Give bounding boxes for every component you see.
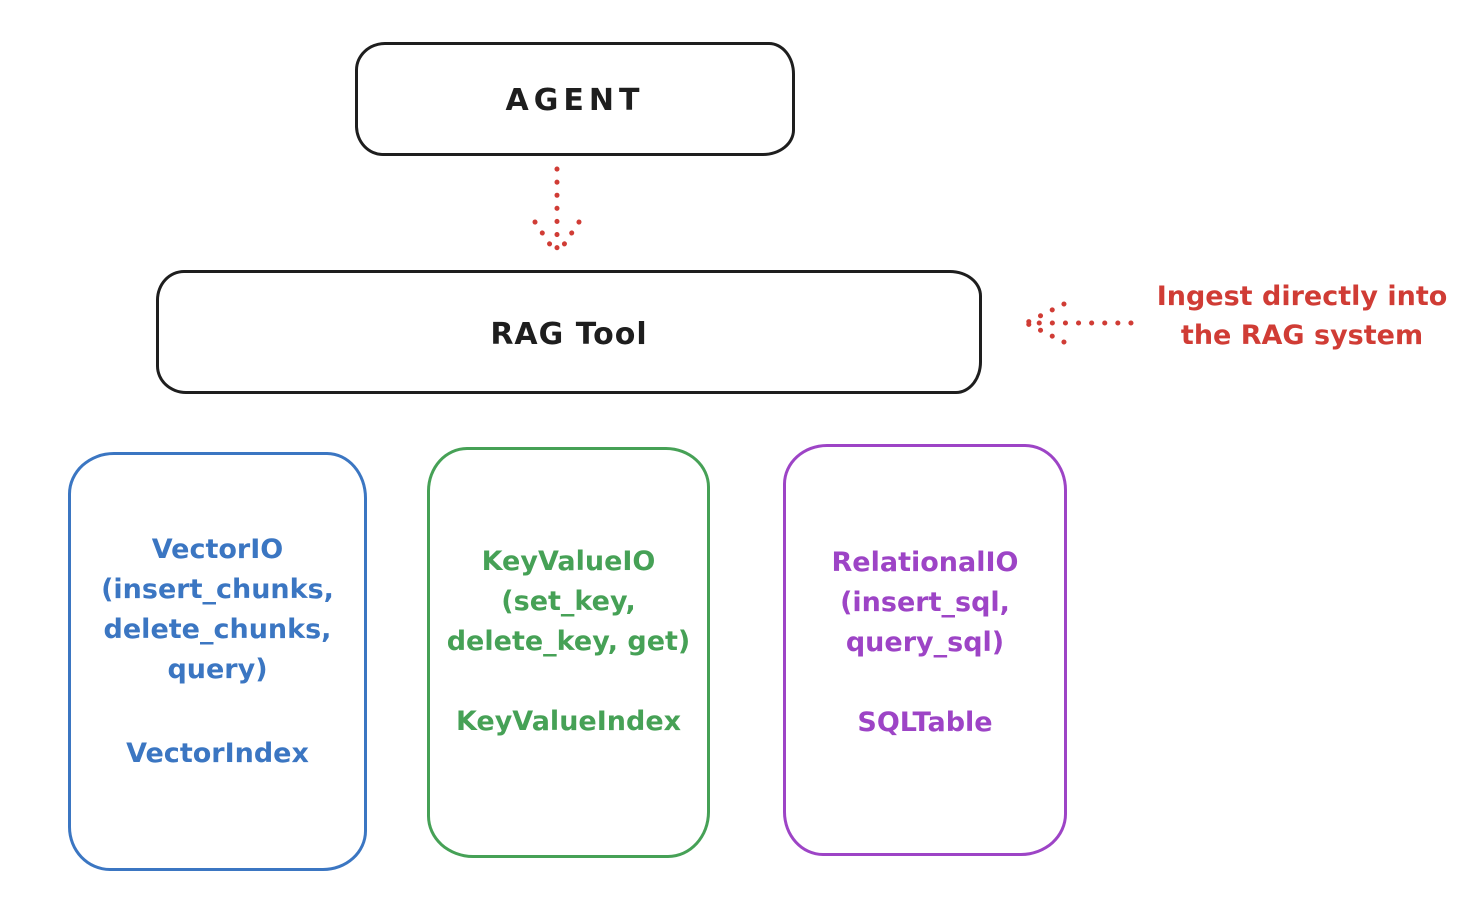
- rag-tool-box: RAG Tool: [156, 270, 982, 394]
- vector-io-box: VectorIO (insert_chunks, delete_chunks, …: [68, 452, 367, 871]
- keyvalue-io-box: KeyValueIO (set_key, delete_key, get) Ke…: [427, 447, 710, 858]
- agent-label: AGENT: [505, 83, 645, 118]
- rag-tool-label: RAG Tool: [490, 317, 648, 352]
- agent-to-ragtool-arrow: [532, 166, 582, 255]
- vector-io-line-2: (insert_chunks,: [101, 574, 334, 605]
- keyvalue-io-line-3: delete_key, get): [446, 626, 691, 657]
- vector-io-line-3: delete_chunks,: [103, 614, 332, 645]
- relational-io-line-1: RelationalIO: [831, 547, 1019, 578]
- vector-io-line-4: query): [167, 654, 268, 685]
- sql-table-label: SQLTable: [857, 707, 993, 738]
- keyvalue-index-label: KeyValueIndex: [455, 706, 682, 737]
- vector-io-title: VectorIO (insert_chunks, delete_chunks, …: [71, 530, 364, 690]
- vector-index-label: VectorIndex: [126, 738, 309, 769]
- keyvalue-io-line-1: KeyValueIO: [481, 546, 656, 577]
- relational-io-line-3: query_sql): [845, 627, 1005, 658]
- keyvalue-io-line-2: (set_key,: [501, 586, 636, 617]
- vector-io-line-1: VectorIO: [151, 534, 284, 565]
- relational-io-box: RelationalIO (insert_sql, query_sql) SQL…: [783, 444, 1067, 856]
- ingest-annotation-line-2: the RAG system: [1180, 320, 1424, 351]
- relational-io-line-2: (insert_sql,: [840, 587, 1010, 618]
- ingest-annotation-line-1: Ingest directly into: [1156, 281, 1448, 312]
- keyvalue-io-title: KeyValueIO (set_key, delete_key, get): [430, 542, 707, 662]
- ingest-arrow: [1025, 301, 1134, 345]
- agent-box: AGENT: [355, 42, 795, 156]
- ingest-annotation: Ingest directly into the RAG system: [1144, 277, 1460, 355]
- relational-io-title: RelationalIO (insert_sql, query_sql): [786, 543, 1064, 663]
